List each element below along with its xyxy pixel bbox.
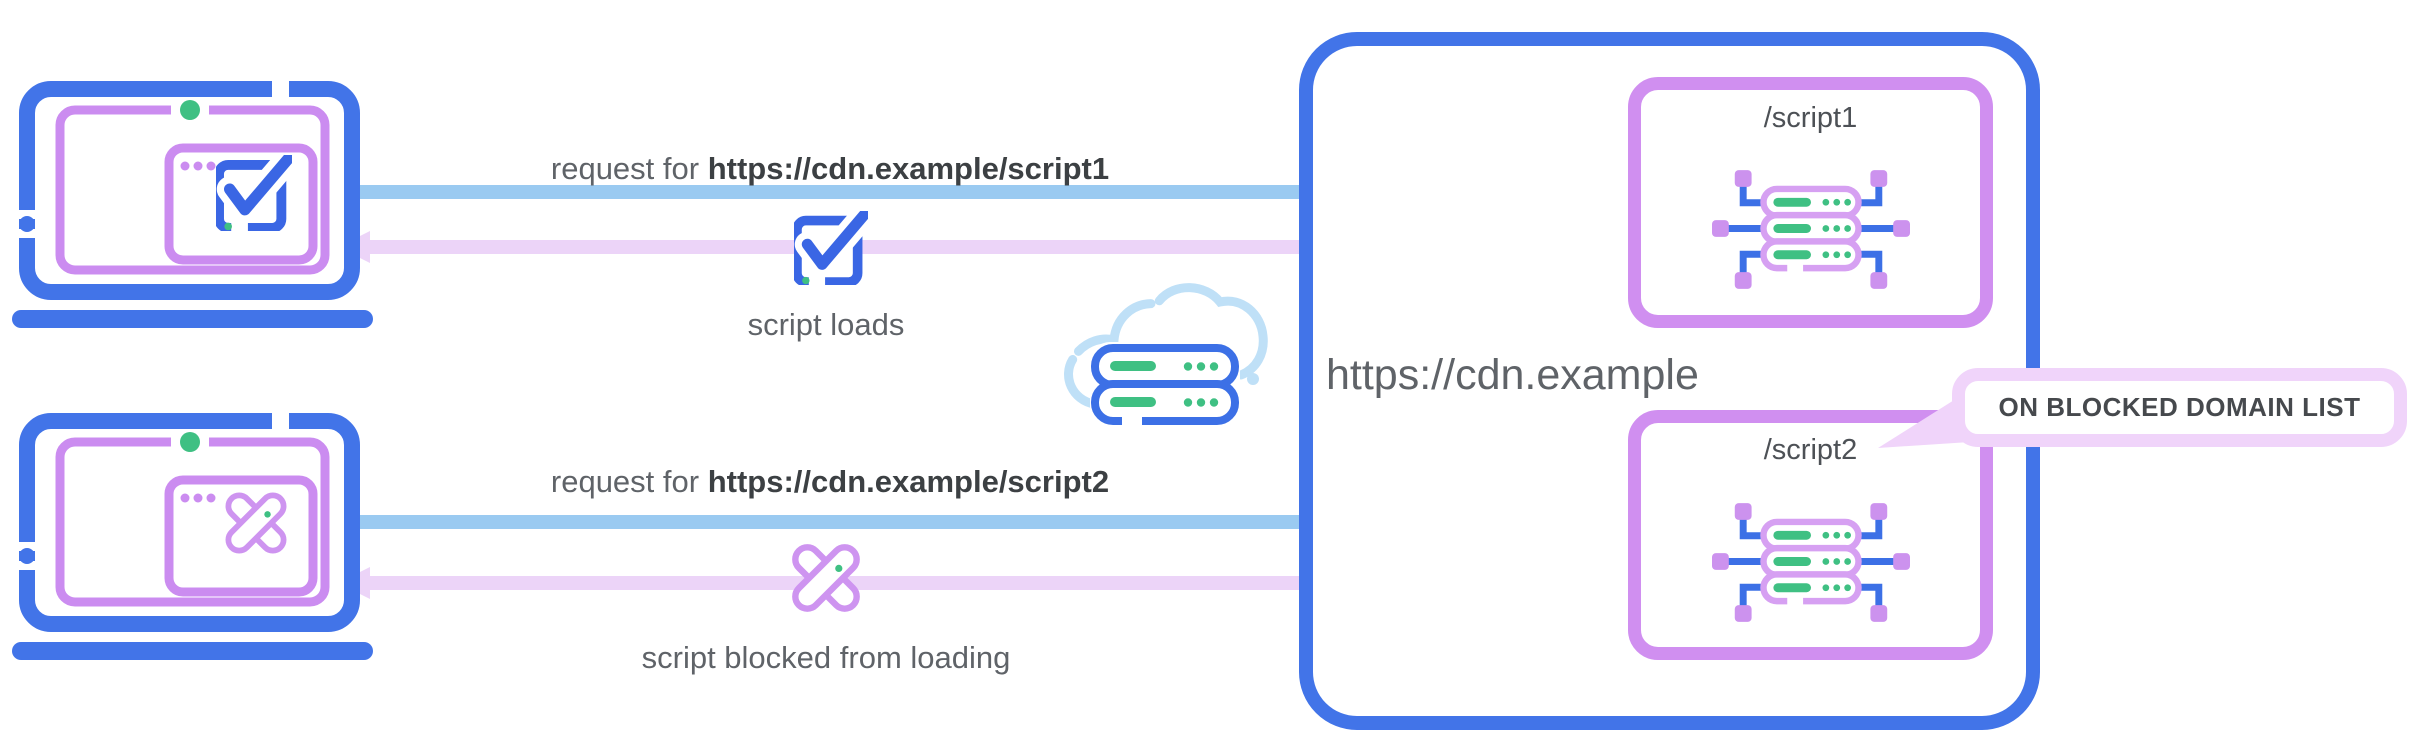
checkmark-icon (219, 159, 288, 231)
cloud-server-icon (1060, 272, 1270, 452)
blocked-domain-callout: ON BLOCKED DOMAIN LIST (1952, 368, 2407, 447)
checkbox-icon (216, 155, 292, 231)
request-arrow-1 (338, 185, 1588, 199)
request-label-1: request for https://cdn.example/script1 (450, 150, 1210, 187)
callout-tail (1878, 390, 1970, 448)
request-arrow-2 (338, 515, 1588, 529)
checkmark-icon (797, 215, 864, 285)
client-laptop-1 (10, 79, 375, 331)
endpoint-box-script1 (1628, 77, 1993, 328)
request-label-2: request for https://cdn.example/script2 (450, 463, 1210, 500)
endpoint-label-script2: /script2 (1763, 434, 1858, 466)
endpoint-label-script1: /script1 (1763, 102, 1858, 134)
cross-icon (790, 542, 861, 613)
request-prefix-1: request for (550, 151, 708, 186)
server-icon (1712, 503, 1910, 622)
request-url-2: https://cdn.example/script2 (707, 464, 1110, 499)
script-loads-label: script loads (747, 307, 905, 342)
script-blocked-label: script blocked from loading (641, 640, 1011, 675)
request-prefix-2: request for (550, 464, 708, 499)
blocked-cross-icon (220, 487, 292, 559)
laptop-icon (12, 79, 373, 328)
client-laptop-2 (10, 411, 375, 663)
laptop-icon (12, 411, 373, 660)
script-loads-check-icon (794, 211, 868, 285)
blocked-domain-callout-label: ON BLOCKED DOMAIN LIST (1998, 392, 2361, 422)
request-url-1: https://cdn.example/script1 (707, 151, 1110, 186)
cross-icon (224, 491, 288, 555)
server-icon (1712, 170, 1910, 289)
script-blocked-cross-icon (786, 538, 866, 618)
cloud-icon (1069, 288, 1264, 428)
server-cluster-icon-1 (1712, 170, 1910, 289)
cdn-domain-label: https://cdn.example (1326, 351, 1699, 399)
server-cluster-icon-2 (1712, 503, 1910, 622)
